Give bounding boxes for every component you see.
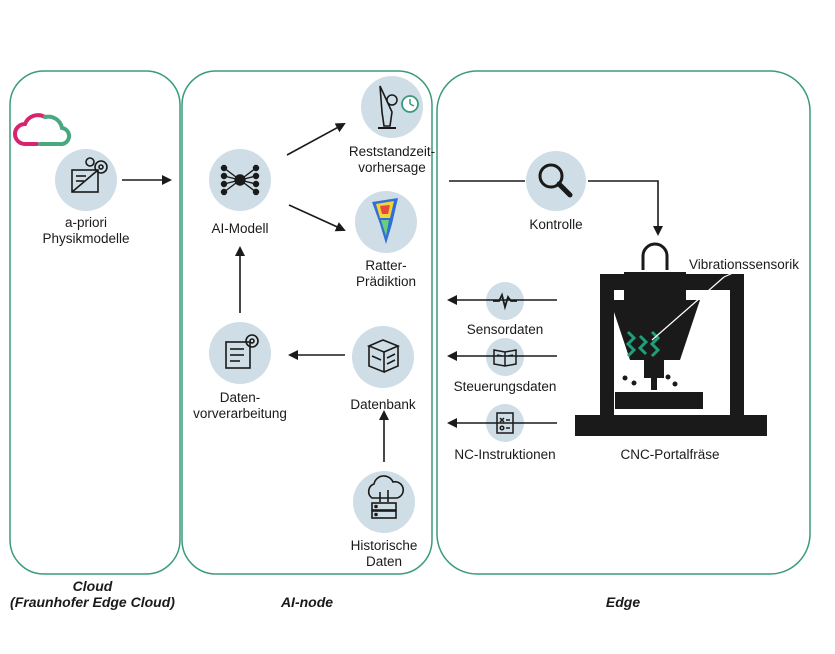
datenvor-label: Daten- vorverarbeitung <box>180 390 300 422</box>
signal-wave-icon <box>493 292 517 311</box>
arrow-ai-to-reststand <box>286 123 346 156</box>
vibration-label: Vibrationssensorik <box>688 257 800 272</box>
blueprint-gear-icon <box>71 157 108 193</box>
cloud-subtitle: (Fraunhofer Edge Cloud) <box>10 594 175 610</box>
datenvor-label-line1: Daten- <box>219 390 261 405</box>
cnc-machine-icon <box>575 242 767 436</box>
physik-label-line2: Physikmodelle <box>42 231 130 246</box>
datenvor-label-line2: vorverarbeitung <box>193 406 287 421</box>
reststand-label: Reststandzeit- vorhersage <box>332 144 452 176</box>
reststand-circle <box>361 76 423 138</box>
edge-section-title: Edge <box>605 594 641 610</box>
historisch-label-line1: Historische <box>350 538 418 553</box>
edge-panel <box>436 70 811 575</box>
cloud-server-icon <box>367 475 405 519</box>
magnifier-icon <box>538 163 573 198</box>
historisch-label-line2: Daten <box>365 554 403 569</box>
cloud-section-title: Cloud (Fraunhofer Edge Cloud) <box>0 578 185 610</box>
database-icon <box>366 339 401 374</box>
kontrolle-circle <box>526 151 586 211</box>
heatmap-tool-icon <box>372 198 398 244</box>
nc-label: NC-Instruktionen <box>454 447 556 462</box>
cnc-label: CNC-Portalfräse <box>620 447 720 462</box>
datenbank-label: Datenbank <box>350 397 416 412</box>
arrows <box>122 123 663 462</box>
reststand-label-line2: vorhersage <box>358 160 426 175</box>
tool-clock-icon <box>378 85 419 129</box>
reststand-label-line1: Reststandzeit- <box>348 144 436 159</box>
arrow-ai-to-ratter <box>288 204 346 232</box>
historisch-circle <box>353 471 415 533</box>
sensordaten-label: Sensordaten <box>466 322 544 337</box>
cloud-panel <box>9 70 181 575</box>
ratter-label-line1: Ratter- <box>365 258 407 273</box>
ratter-label: Ratter- Prädiktion <box>336 258 436 290</box>
sensordaten-circle <box>486 282 524 320</box>
kontrolle-label: Kontrolle <box>529 217 583 232</box>
ratter-label-line2: Prädiktion <box>355 274 417 289</box>
aimodell-label: AI-Modell <box>211 221 269 236</box>
cloud-title: Cloud <box>72 578 113 594</box>
physik-label-line1: a-priori <box>64 215 107 230</box>
cloud-logo-icon <box>13 113 72 147</box>
document-gear-icon <box>225 334 259 369</box>
steuerung-label: Steuerungsdaten <box>453 379 557 394</box>
physik-label: a-priori Physikmodelle <box>36 215 136 247</box>
datenvor-circle <box>209 322 271 384</box>
ainode-section-title: AI-node <box>280 594 334 610</box>
neural-network-icon <box>220 164 260 196</box>
historisch-label: Historische Daten <box>334 538 434 570</box>
datenbank-circle <box>352 326 414 388</box>
ainode-panel <box>181 70 433 575</box>
